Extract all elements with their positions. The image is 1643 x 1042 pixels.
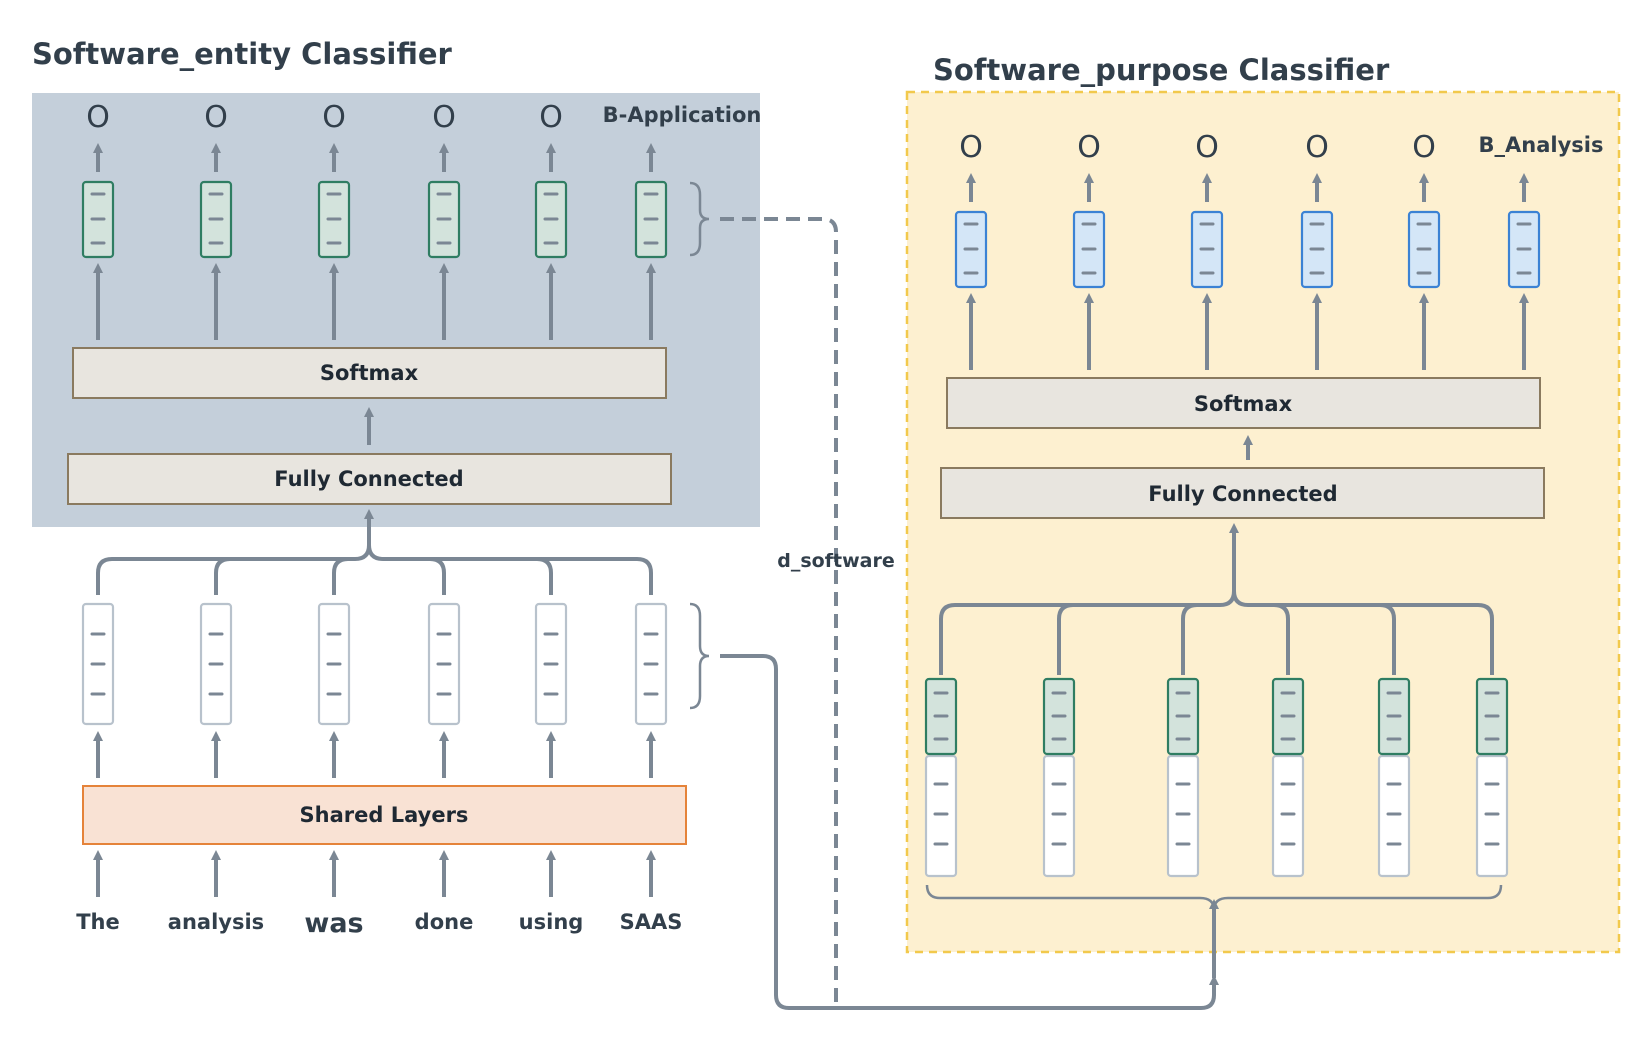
purpose-input-vector: [924, 754, 958, 878]
input-word: analysis: [168, 910, 264, 934]
entity-output-label: O: [539, 100, 563, 135]
purpose-classifier-title: Software_purpose Classifier: [933, 53, 1390, 87]
entity-output-label: O: [86, 100, 110, 135]
purpose-output-label: O: [1195, 130, 1219, 165]
shared-bracket-branch: [429, 557, 446, 595]
shared-layers-label: Shared Layers: [300, 803, 469, 827]
input-word: using: [519, 910, 584, 934]
entity-output-label: B-Application: [603, 103, 762, 127]
purpose-softmax-box: [946, 377, 1541, 429]
entity-fc-box: [67, 453, 672, 505]
input-word: The: [76, 910, 120, 934]
entity-output-layer: O O O O O B-Application: [81, 100, 762, 340]
entity-classifier-title: Software_entity Classifier: [32, 37, 453, 71]
entity-output-label: O: [322, 100, 346, 135]
purpose-input-vector: [1377, 754, 1411, 878]
purpose-output-label: O: [1412, 130, 1436, 165]
purpose-bracket-branch: [1379, 603, 1396, 675]
shared-bracket-branch: [332, 557, 349, 595]
purpose-bracket-branch: [1057, 603, 1074, 675]
entity-output-label: O: [432, 100, 456, 135]
shared-layers-box: [82, 785, 687, 845]
purpose-input-layer: [924, 523, 1509, 878]
purpose-output-label: O: [1305, 130, 1329, 165]
d-software-dashed-connector: [720, 217, 838, 1008]
shared-bracket-branch: [536, 557, 553, 595]
purpose-input-vector: [1271, 754, 1305, 878]
entity-output-label: O: [204, 100, 228, 135]
shared-to-purpose-connector: [720, 654, 1219, 1010]
entity-softmax-label: Softmax: [320, 361, 419, 385]
purpose-output-label: B_Analysis: [1479, 133, 1604, 157]
shared-token-layer: The analysis was done using SAAS: [76, 509, 683, 939]
entity-fc-label: Fully Connected: [274, 467, 463, 491]
purpose-fc-label: Fully Connected: [1148, 482, 1337, 506]
purpose-bracket-branch: [1273, 603, 1290, 675]
d-software-label: d_software: [777, 550, 894, 572]
input-word: SAAS: [620, 910, 683, 934]
purpose-bracket-branch: [1181, 603, 1198, 675]
purpose-input-vector: [1475, 754, 1509, 878]
purpose-input-vector: [1042, 754, 1076, 878]
purpose-softmax-label: Softmax: [1194, 392, 1293, 416]
entity-softmax-box: [72, 347, 667, 399]
shared-bracket: [96, 544, 653, 595]
purpose-output-label: O: [1077, 130, 1101, 165]
purpose-fc-box: [940, 467, 1545, 519]
input-word: was: [304, 908, 363, 939]
shared-vector-brace: [689, 602, 710, 710]
purpose-input-brace: [925, 884, 1503, 911]
input-word: done: [415, 910, 474, 934]
purpose-output-label: O: [959, 130, 983, 165]
entity-vector-brace: [689, 181, 710, 257]
shared-bracket-branch: [214, 557, 231, 595]
purpose-output-layer: O O O O O B_Analysis: [954, 130, 1604, 370]
purpose-input-vector: [1166, 754, 1200, 878]
